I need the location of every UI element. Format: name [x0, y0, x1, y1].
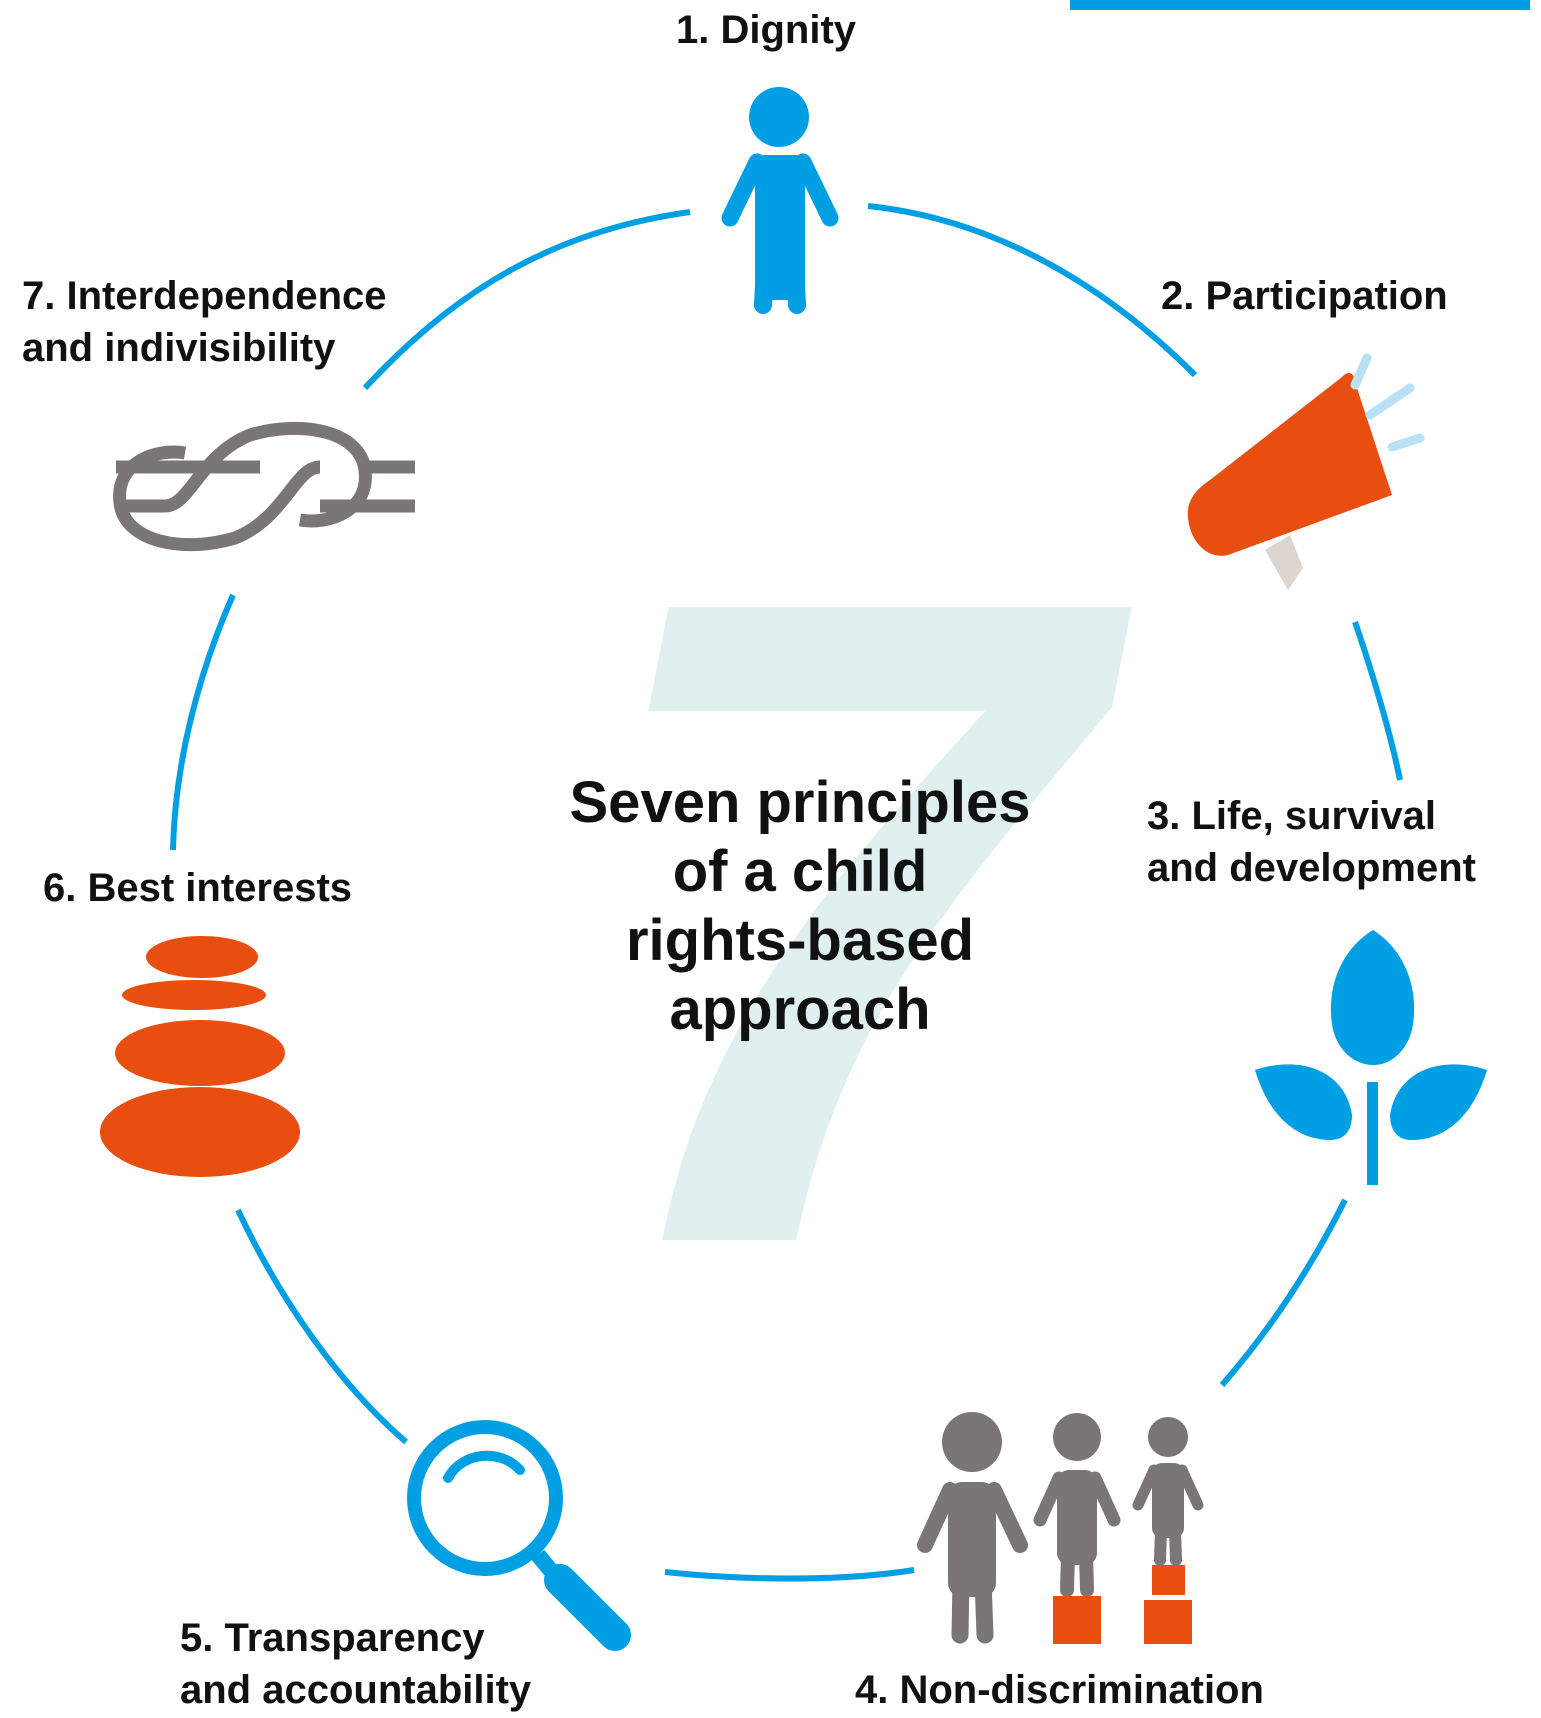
child-figure-large — [917, 1412, 1028, 1644]
watermark-seven: 7 — [584, 407, 1145, 1435]
principle-label-4: 4. Non-discrimination — [855, 1664, 1264, 1716]
magnifying-glass-icon — [407, 1420, 631, 1651]
child-figure-icon — [721, 87, 839, 314]
top-accent-bar — [1070, 0, 1530, 10]
ring-arc-1-2 — [867, 203, 1198, 378]
principle-label-7-line-1: 7. Interdependence — [22, 274, 387, 318]
ring-arc-7-1 — [362, 209, 691, 391]
reef-knot-icon — [113, 421, 415, 552]
child-figure-small — [1132, 1417, 1204, 1566]
title-line-4: approach — [669, 977, 931, 1042]
principle-label-6-line-1: 6. Best interests — [43, 866, 353, 910]
principle-label-6: 6. Best interests — [43, 862, 352, 914]
ring-arc-2-3 — [1352, 621, 1403, 781]
ring-arc-3-4 — [1219, 1198, 1348, 1387]
child-figure-medium — [1033, 1413, 1121, 1597]
principle-label-5: 5. Transparency and accountability — [180, 1612, 531, 1716]
box-small-top — [1152, 1565, 1185, 1595]
box-small-bottom — [1144, 1600, 1192, 1644]
principle-label-5-line-2: and accountability — [180, 1668, 532, 1712]
principle-label-1-line-1: 1. Dignity — [676, 8, 857, 52]
sprout-icon — [1255, 930, 1487, 1185]
principle-label-7: 7. Interdependence and indivisibility — [22, 270, 387, 374]
principle-label-2: 2. Participation — [1161, 270, 1448, 322]
ring-arc-6-7 — [170, 593, 236, 851]
principle-label-3-line-2: and development — [1147, 846, 1476, 890]
ring-arc-4-5 — [664, 1567, 915, 1582]
principle-label-5-line-1: 5. Transparency — [180, 1616, 485, 1660]
three-children-on-boxes-icon — [917, 1412, 1204, 1644]
title-line-3: rights-based — [625, 908, 975, 973]
box-medium — [1053, 1596, 1101, 1644]
principle-label-2-line-1: 2. Participation — [1161, 274, 1448, 318]
principle-label-3: 3. Life, survival and development — [1147, 790, 1476, 894]
principle-label-3-line-1: 3. Life, survival — [1147, 794, 1437, 838]
ring-arc-5-6 — [235, 1208, 408, 1445]
principle-label-4-line-1: 4. Non-discrimination — [855, 1668, 1264, 1712]
principle-label-7-line-2: and indivisibility — [22, 326, 336, 370]
principle-label-1: 1. Dignity — [676, 4, 856, 56]
megaphone-icon — [1187, 353, 1425, 590]
title-line-2: of a child — [672, 839, 928, 904]
title-line-1: Seven principles — [569, 770, 1031, 835]
stacked-stones-icon — [100, 936, 300, 1177]
cycle-ring — [170, 203, 1403, 1582]
diagram-title: Seven principles of a child rights-based… — [480, 768, 1120, 1044]
